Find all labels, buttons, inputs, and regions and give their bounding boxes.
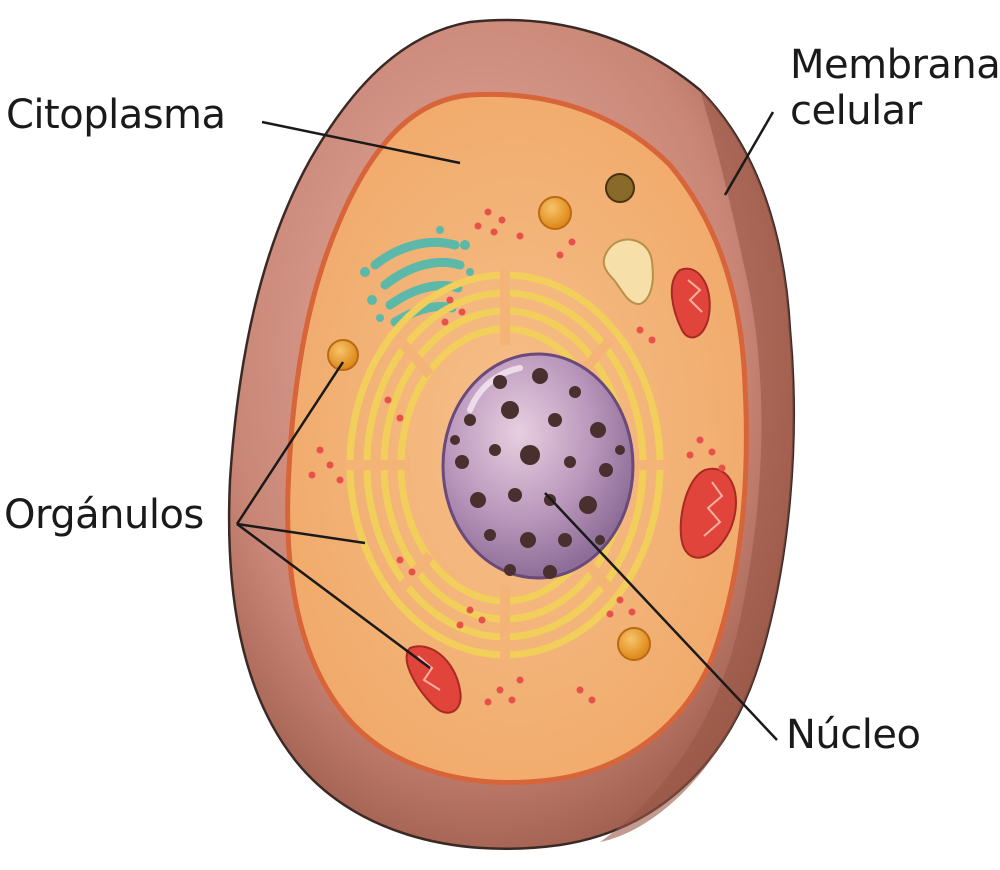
nucleus-highlight [467, 365, 523, 413]
chromatin-dot [558, 533, 572, 547]
ribosome [396, 556, 404, 564]
chromatin-dot [599, 463, 613, 477]
ribosome [326, 461, 334, 469]
chromatin-dot [569, 386, 581, 398]
ribosomes [308, 208, 726, 706]
er-gaps [345, 270, 665, 660]
label-cell-membrane-line1: Membrana [790, 42, 1000, 88]
ribosome [686, 451, 694, 459]
chromatin-dot [520, 445, 540, 465]
chromatin-dot [548, 413, 562, 427]
ribosome [568, 238, 576, 246]
outer-cell-shadow [600, 90, 794, 842]
leader-organelle-er [236, 522, 366, 545]
chromatin-dot [484, 529, 496, 541]
chromatin-dots [450, 368, 625, 579]
leader-organelle-lysosome [235, 361, 345, 525]
ribosome [474, 222, 482, 230]
peroxisome [605, 173, 635, 203]
leader-cytoplasm [261, 120, 461, 165]
chromatin-dot [504, 564, 516, 576]
chromatin-dot [520, 532, 536, 548]
lysosome-top [538, 196, 572, 230]
ribosome [458, 308, 466, 316]
ribosome [446, 296, 454, 304]
ribosome [588, 696, 596, 704]
ribosome [516, 676, 524, 684]
chromatin-dot [532, 368, 548, 384]
label-nucleus: Núcleo [786, 712, 921, 758]
chromatin-dot [470, 492, 486, 508]
mitochondrion-top-right [670, 267, 711, 339]
leader-lines [235, 111, 778, 741]
chromatin-dot [579, 496, 597, 514]
chromatin-dot [543, 565, 557, 579]
chromatin-dot [455, 455, 469, 469]
leader-nucleus [544, 492, 778, 741]
ribosome [696, 436, 704, 444]
mitochondrion-right [679, 467, 737, 559]
lysosomes [327, 173, 651, 661]
ribosome [508, 696, 516, 704]
label-organelles: Orgánulos [4, 492, 204, 538]
ribosome [478, 616, 486, 624]
label-cell-membrane-line2: celular [790, 88, 922, 134]
nucleus [441, 352, 635, 580]
leader-organelle-mitochondrion [236, 522, 431, 670]
mitochondrion-bottom-left [405, 645, 462, 714]
ribosome [490, 228, 498, 236]
chromatin-dot [595, 535, 605, 545]
ribosome [336, 476, 344, 484]
ribosome [308, 471, 316, 479]
ribosome [384, 396, 392, 404]
label-cell-membrane: Membrana celular [790, 42, 1000, 134]
ribosome [576, 686, 584, 694]
ribosome [636, 326, 644, 334]
chromatin-dot [501, 401, 519, 419]
chromatin-dot [508, 488, 522, 502]
chromatin-dot [450, 435, 460, 445]
ribosome [484, 208, 492, 216]
chromatin-dot [464, 414, 476, 426]
ribosome [628, 608, 636, 616]
ribosome [456, 621, 464, 629]
chromatin-dot [590, 422, 606, 438]
vacuole [602, 238, 654, 305]
ribosome [708, 448, 716, 456]
chromatin-dot [493, 375, 507, 389]
lysosome-bottom [617, 627, 651, 661]
chromatin-dot [564, 456, 576, 468]
ribosome [441, 318, 449, 326]
ribosome [396, 414, 404, 422]
golgi-vesicles [360, 226, 474, 322]
chromatin-dot [489, 444, 501, 456]
ribosome [606, 610, 614, 618]
ribosome [556, 251, 564, 259]
leader-membrane [723, 111, 775, 196]
ribosome [718, 464, 726, 472]
mitochondria [405, 267, 737, 714]
label-cytoplasm: Citoplasma [6, 92, 226, 138]
lysosome-left [327, 339, 359, 371]
ribosome [316, 446, 324, 454]
ribosome [496, 686, 504, 694]
ribosome [648, 336, 656, 344]
ribosome [616, 596, 624, 604]
ribosome [484, 698, 492, 706]
ribosome [466, 606, 474, 614]
ribosome [516, 232, 524, 240]
ribosome [408, 568, 416, 576]
ribosome [498, 216, 506, 224]
chromatin-dot [615, 445, 625, 455]
